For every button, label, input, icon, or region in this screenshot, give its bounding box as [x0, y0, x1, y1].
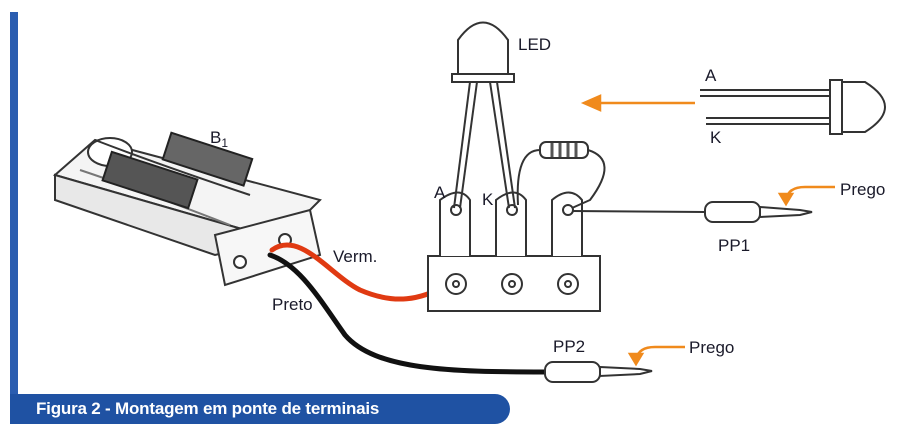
probe-pp1 [571, 201, 813, 223]
battery-holder [52, 131, 322, 287]
led-detail [700, 79, 886, 135]
figure-caption: Figura 2 - Montagem em ponte de terminai… [36, 399, 380, 418]
led-cathode-detail-label: K [710, 128, 722, 147]
battery-label: B1 [210, 128, 229, 150]
probe2-label: PP2 [553, 337, 586, 356]
red-wire-label: Verm. [333, 247, 378, 266]
cathode-terminal-label: K [482, 190, 494, 209]
led-label: LED [518, 35, 552, 54]
resistor [516, 141, 606, 209]
terminal-strip [427, 191, 601, 312]
orange-arrows [580, 94, 835, 367]
red-wire [269, 242, 451, 302]
led-anode-detail-label: A [705, 66, 717, 85]
led-component [451, 21, 516, 209]
anode-terminal-label: A [434, 183, 446, 202]
black-wire [267, 252, 548, 375]
probe1-label: PP1 [718, 236, 751, 255]
left-accent-rule [10, 12, 18, 394]
black-wire-label: Preto [272, 295, 313, 314]
nail2-label: Prego [689, 338, 735, 357]
caption-bar [10, 394, 510, 424]
probe-pp2 [544, 361, 653, 383]
nail1-label: Prego [840, 180, 886, 199]
